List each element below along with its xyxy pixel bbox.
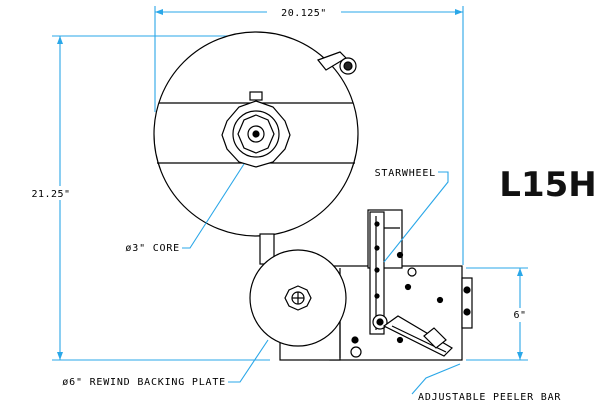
starwheel-roller-hub <box>376 318 384 326</box>
column-pin-4 <box>374 293 380 299</box>
starwheel-column <box>369 211 388 335</box>
core-hub-octagon <box>237 114 275 154</box>
machine-drawing <box>153 31 473 361</box>
side-label-bg <box>510 308 532 322</box>
side-dimension-label: 6" <box>513 310 526 321</box>
side-bracket-bolt-1 <box>463 286 471 294</box>
width-arrow-right <box>455 9 463 15</box>
starwheel-label: STARWHEEL <box>375 168 436 179</box>
column-pin-2 <box>374 245 380 251</box>
width-arrow-left <box>155 9 163 15</box>
core-hub-knob <box>249 91 263 101</box>
column-rail <box>369 211 385 335</box>
washer-b <box>350 346 362 358</box>
core-hub-center <box>252 130 260 138</box>
core-hub-bore <box>247 125 265 143</box>
bolt-b <box>404 283 412 291</box>
height-label-bg <box>28 186 76 200</box>
height-arrow-bottom <box>57 352 63 360</box>
height-arrow-top <box>57 36 63 44</box>
column-pin-3 <box>374 267 380 273</box>
peeler-leader <box>411 363 461 395</box>
base-hardware <box>350 251 444 358</box>
core-leader <box>182 163 245 249</box>
width-dimension-label: 20.125" <box>281 8 327 19</box>
model-label: L15H <box>499 165 596 205</box>
peeler-bar <box>382 315 453 357</box>
tension-roller-inner <box>343 61 353 71</box>
rewind-roll <box>249 249 347 347</box>
peeler-label: ADJUSTABLE PEELER BAR <box>418 392 561 403</box>
side-arrow-top <box>517 268 523 276</box>
column-pin-1 <box>374 221 380 227</box>
width-label-bg <box>267 5 341 19</box>
bolt-c <box>436 296 444 304</box>
side-bracket <box>461 277 473 329</box>
rewind-leader <box>228 339 269 383</box>
tension-arm <box>317 51 357 75</box>
side-arrow-bottom <box>517 352 523 360</box>
bolt-a <box>396 251 404 259</box>
rewind-label: ø6" REWIND BACKING PLATE <box>62 377 226 388</box>
washer-a <box>407 267 417 277</box>
callout-leaders <box>182 163 461 395</box>
bolt-e <box>396 336 404 344</box>
core-hub <box>221 91 291 168</box>
core-label: ø3" CORE <box>125 243 180 254</box>
peeler-bar-clamp <box>423 327 447 349</box>
bolt-d <box>351 336 359 344</box>
starwheel-leader <box>383 171 449 263</box>
core-hub-ring <box>232 110 280 158</box>
height-dimension-label: 21.25" <box>31 189 70 200</box>
side-bracket-bolt-2 <box>463 308 471 316</box>
